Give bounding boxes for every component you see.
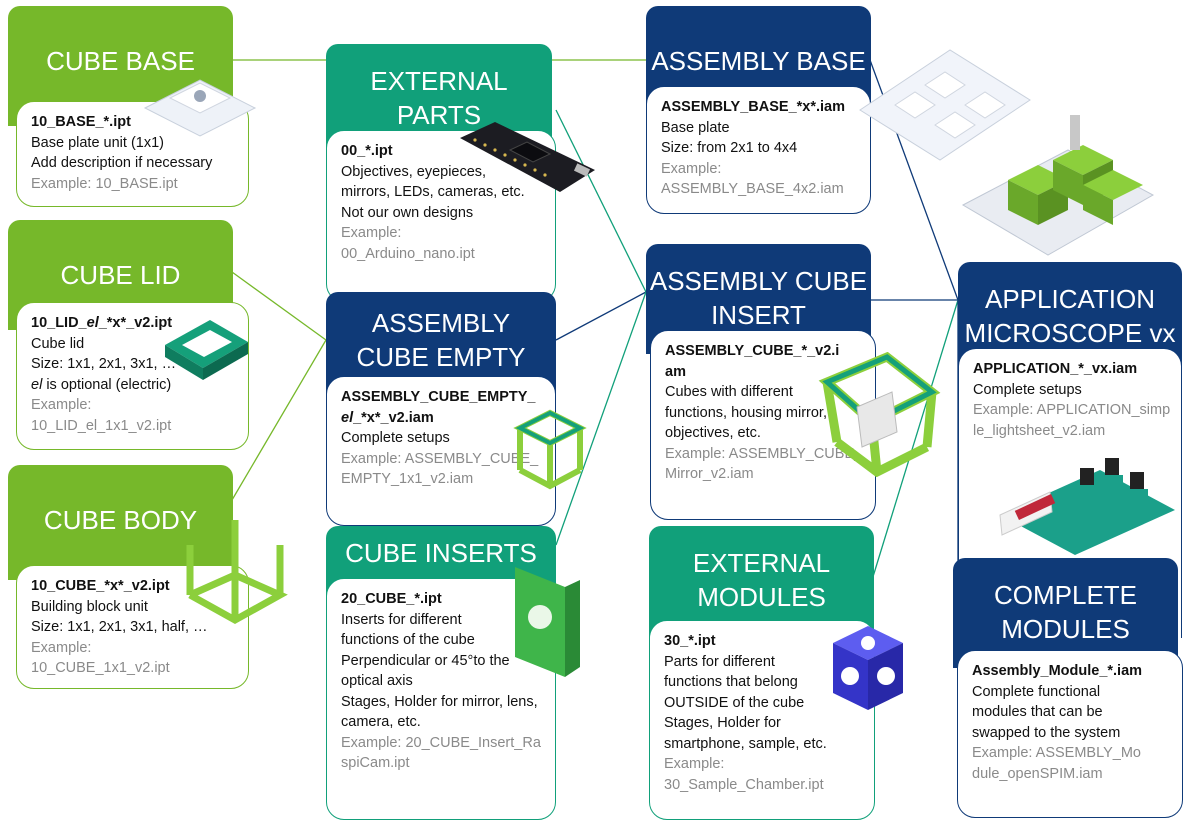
description-line: Base plate unit (1x1) — [31, 134, 164, 151]
node-title: ASSEMBLY BASE — [651, 46, 866, 76]
connector-parts-to-assembly-insert — [555, 109, 647, 293]
example-text: Example: ASSEMBLY_CUBE_Mirror_v2.iam — [665, 445, 863, 483]
description-line: Cube lid — [31, 335, 85, 352]
description-line: Base plate — [661, 119, 730, 136]
connector-lid-to-cube-empty — [231, 271, 327, 341]
node-title: CUBE INSERTS — [345, 538, 537, 568]
connector-ext-modules-to-app — [871, 299, 959, 581]
example-text: Example: 30_Sample_Chamber.ipt — [664, 756, 824, 793]
example-text: Example: ASSEMBLY_BASE_4x2.iam — [661, 160, 844, 198]
application-render — [961, 115, 1155, 256]
node-body: Assembly_Module_*.iam Complete functiona… — [957, 650, 1183, 818]
description-line: Perpendicular or 45°to the optical axis — [341, 652, 510, 690]
node-header: COMPLETE MODULES — [953, 558, 1178, 668]
description-line: Complete setups — [341, 430, 450, 446]
description-line: Building block unit — [31, 598, 148, 615]
cube-lid-render — [165, 320, 248, 380]
cube-empty-render — [513, 409, 587, 490]
file-pattern: ASSEMBLY_CUBE_EMPTY_el_*x*_v2.iam — [341, 389, 536, 426]
node-header: CUBE BODY — [8, 465, 233, 580]
example-text: Example: 20_CUBE_Insert_RaspiCam.ipt — [341, 734, 541, 772]
example-text: Example: ASSEMBLY_Module_openSPIM.iam — [972, 745, 1141, 782]
node-title: ASSEMBLY CUBE EMPTY — [356, 308, 526, 372]
description-line: Inserts for different functions of the c… — [341, 611, 475, 649]
file-pattern: ASSEMBLY_CUBE_*_v2.iam — [665, 343, 840, 380]
description-line: Size: from 2x1 to 4x4 — [661, 140, 798, 156]
node-title: EXTERNAL MODULES — [692, 548, 831, 612]
description-line: Cubes with different functions, housing … — [665, 384, 827, 441]
connector-empty-to-assembly-insert — [555, 291, 647, 341]
node-title: APPLICATION MICROSCOPE vx — [964, 284, 1176, 348]
node-body: ASSEMBLY_CUBE_*_v2.iam Cubes with differ… — [650, 330, 876, 520]
description-line: Complete setups — [973, 381, 1082, 398]
description-line: Size: 1x1, 2x1, 3x1, … — [31, 356, 177, 372]
description-line: Objectives, eyepieces, mirrors, LEDs, ca… — [341, 163, 525, 201]
node-body: ASSEMBLY_BASE_*x*.iam Base plate Size: f… — [646, 86, 871, 214]
complete-module-render — [999, 458, 1175, 555]
file-pattern: Assembly_Module_*.iam — [972, 663, 1143, 679]
external-module-render — [833, 626, 903, 710]
example-text: Example: 10_CUBE_1x1_v2.ipt — [31, 639, 170, 677]
description-line: Not our own designs — [341, 204, 474, 221]
node-body: 20_CUBE_*.ipt Inserts for different func… — [326, 578, 556, 820]
node-body: 10_LID_el_*x*_v2.ipt Cube lid Size: 1x1,… — [16, 302, 249, 450]
cube-body-render — [186, 520, 288, 625]
description-line: Stages, Holder for mirror, lens, camera,… — [341, 693, 538, 731]
example-text: Example: APPLICATION_simple_lightsheet_v… — [973, 402, 1171, 439]
cube-insert-render — [515, 567, 580, 677]
example-text: Example: 00_Arduino_nano.ipt — [341, 225, 475, 262]
connector-body-to-cube-empty — [231, 339, 327, 501]
assembly-base-render — [859, 49, 1031, 161]
example-text: Example: ASSEMBLY_CUBE_EMPTY_1x1_v2.iam — [341, 450, 539, 488]
node-title: EXTERNAL PARTS — [370, 66, 508, 130]
connector-inserts-to-assembly-insert — [555, 291, 647, 546]
file-pattern: 10_CUBE_*x*_v2.ipt — [31, 578, 170, 594]
file-pattern: ASSEMBLY_BASE_*x*.iam — [661, 99, 846, 115]
description-line: Parts for different functions that belon… — [664, 653, 805, 711]
description-line: Stages, Holder for smartphone, sample, e… — [664, 715, 827, 752]
file-pattern: 10_BASE_*.ipt — [31, 114, 131, 130]
file-pattern: 10_LID_el_*x*_v2.ipt — [31, 315, 173, 331]
arduino-nano-render — [460, 122, 595, 192]
base-plate-render — [143, 79, 257, 137]
file-pattern: APPLICATION_*_vx.iam — [973, 361, 1138, 377]
assembly-insert-render — [818, 352, 941, 477]
example-text: Example: 10_LID_el_1x1_v2.ipt — [31, 397, 172, 434]
description-line: Size: 1x1, 2x1, 3x1, half, … — [31, 619, 208, 635]
node-title: CUBE BASE — [46, 46, 195, 76]
file-pattern: 30_*.ipt — [664, 633, 716, 649]
node-title: COMPLETE MODULES — [993, 580, 1138, 644]
example-text: Example: 10_BASE.ipt — [31, 175, 178, 192]
node-title: CUBE BODY — [43, 505, 198, 535]
description-line: el is optional (electric) — [31, 376, 172, 393]
file-pattern: 00_*.ipt — [341, 143, 393, 159]
description-line: Complete functional modules that can be … — [972, 683, 1121, 741]
node-title: CUBE LID — [60, 260, 181, 290]
node-title: ASSEMBLY CUBE INSERT — [649, 266, 868, 330]
file-pattern: 20_CUBE_*.ipt — [341, 591, 442, 607]
description-line: Add description if necessary — [31, 155, 213, 171]
